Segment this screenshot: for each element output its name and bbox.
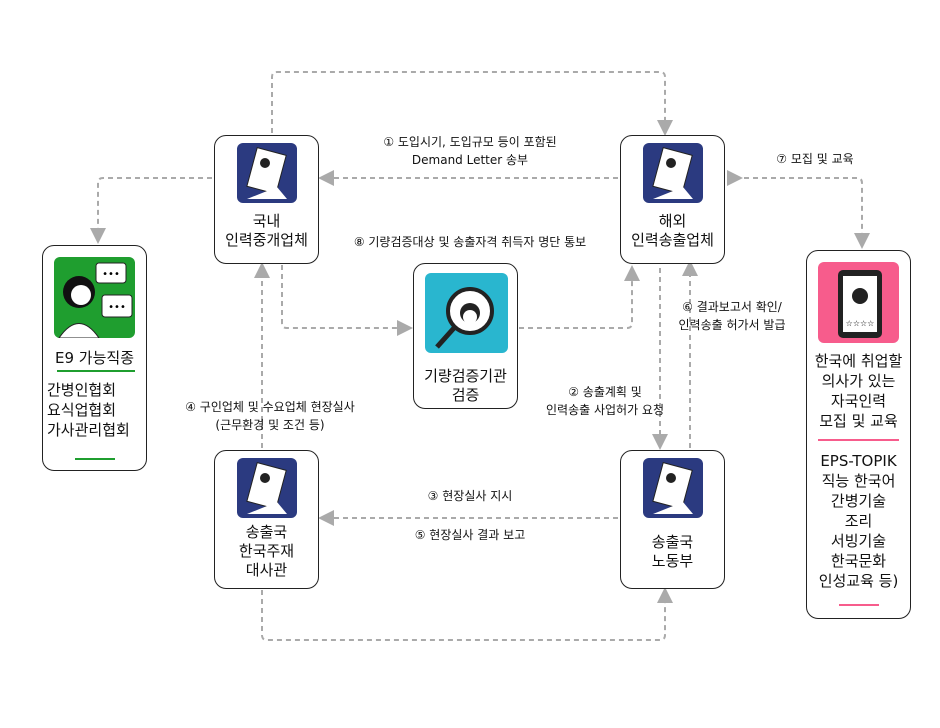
- heading-line: 한국에 취업할: [814, 352, 903, 370]
- list-item: 간병인협회: [47, 381, 117, 399]
- heading-line: 의사가 있는: [821, 372, 896, 390]
- node-title: 검증: [451, 386, 480, 404]
- right-panel-heading: 한국에 취업할 의사가 있는 자국인력 모집 및 교육: [807, 351, 910, 431]
- step3-label: ③ 현장실사 지시: [427, 489, 513, 503]
- step8-label: ⑧ 기량검증대상 및 송출자격 취득자 명단 통보: [353, 235, 587, 249]
- node-title: 송출국: [651, 533, 694, 551]
- arrow-step7: [735, 177, 870, 249]
- step-text: 인력송출 허가서 발급: [678, 318, 786, 332]
- step-text: ⑥ 결과보고서 확인/: [682, 300, 782, 314]
- svg-text:•••: •••: [102, 269, 120, 280]
- step7-label: ⑦ 모집 및 교육: [776, 152, 854, 166]
- node-title: 노동부: [651, 552, 694, 570]
- step-text: 인력송출 사업허가 요청: [545, 403, 665, 417]
- node-labor-ministry: 송출국 노동부: [620, 450, 725, 589]
- list-item: 직능 한국어: [821, 472, 896, 490]
- resume-icon: [643, 458, 703, 518]
- list-item: 조리: [844, 512, 873, 530]
- heading-line: 모집 및 교육: [819, 412, 898, 430]
- list-item: 인성교육 등): [818, 572, 899, 590]
- step4-label: ④ 구인업체 및 수요업체 현장실사 (근무환경 및 조건 등): [170, 398, 370, 434]
- node-verification-agency: 기량검증기관 검증: [413, 263, 518, 409]
- arrow-verification-to-overseas: [519, 265, 640, 329]
- list-item: 한국문화: [830, 552, 887, 570]
- resume-icon: [237, 458, 297, 518]
- arrow-to-verification: [281, 265, 413, 336]
- list-item: EPS-TOPIK: [820, 452, 897, 470]
- right-panel-list: EPS-TOPIK 직능 한국어 간병기술 조리 서빙기술 한국문화 인성교육 …: [807, 451, 910, 591]
- resume-icon: [643, 143, 703, 203]
- node-embassy: 송출국 한국주재 대사관: [214, 450, 319, 589]
- node-title: 기량검증기관: [424, 367, 507, 385]
- list-item: 간병기술: [830, 492, 887, 510]
- node-title: 인력중개업체: [225, 231, 308, 249]
- node-title: 한국주재: [238, 542, 295, 560]
- step-text: (근무환경 및 조건 등): [215, 418, 325, 432]
- list-item: 요식업협회: [47, 401, 117, 419]
- step-text: ① 도입시기, 도입규모 등이 포함된: [383, 135, 557, 149]
- node-title: 대사관: [245, 561, 288, 579]
- right-panel-recruitment: ☆☆☆☆ 한국에 취업할 의사가 있는 자국인력 모집 및 교육 EPS-TOP…: [806, 250, 911, 619]
- node-title: 인력송출업체: [631, 231, 714, 249]
- pink-divider: [818, 439, 899, 441]
- arrow-to-left-panel: [90, 177, 212, 244]
- left-panel-list: 간병인협회 요식업협회 가사관리협회: [47, 380, 130, 440]
- heading-line: 자국인력: [830, 392, 887, 410]
- step-text: ② 송출계획 및: [568, 385, 642, 399]
- node-title: 송출국: [245, 523, 288, 541]
- step-text: ④ 구인업체 및 수요업체 현장실사: [185, 400, 355, 414]
- green-divider: [57, 370, 135, 372]
- node-title: 국내: [252, 212, 281, 230]
- magnifier-person-icon: [425, 273, 508, 353]
- step1-label: ① 도입시기, 도입규모 등이 포함된 Demand Letter 송부: [370, 133, 570, 169]
- bottom-loop-arrow: [261, 587, 673, 641]
- resume-icon: [237, 143, 297, 203]
- step5-label: ⑤ 현장실사 결과 보고: [414, 528, 526, 542]
- list-item: 서빙기술: [830, 532, 887, 550]
- svg-text:☆☆☆☆: ☆☆☆☆: [846, 319, 875, 328]
- list-item: 가사관리협회: [47, 421, 130, 439]
- step-text: Demand Letter 송부: [411, 153, 529, 167]
- left-panel-heading: E9 가능직종: [55, 349, 134, 367]
- clipboard-profile-icon: ☆☆☆☆: [818, 262, 899, 343]
- top-loop-arrow: [271, 71, 673, 136]
- woman-chat-icon: ••• •••: [54, 257, 135, 339]
- green-divider: [75, 458, 115, 460]
- left-panel-e9-jobs: ••• ••• E9 가능직종 간병인협회 요식업협회 가사관리협회: [42, 245, 147, 471]
- node-domestic-agency: 국내 인력중개업체: [214, 135, 319, 264]
- svg-text:•••: •••: [108, 302, 126, 313]
- step6-label: ⑥ 결과보고서 확인/인력송출 허가서 발급: [672, 298, 792, 334]
- node-title: 해외: [658, 212, 687, 230]
- pink-divider: [839, 604, 879, 606]
- node-overseas-agency: 해외 인력송출업체: [620, 135, 725, 264]
